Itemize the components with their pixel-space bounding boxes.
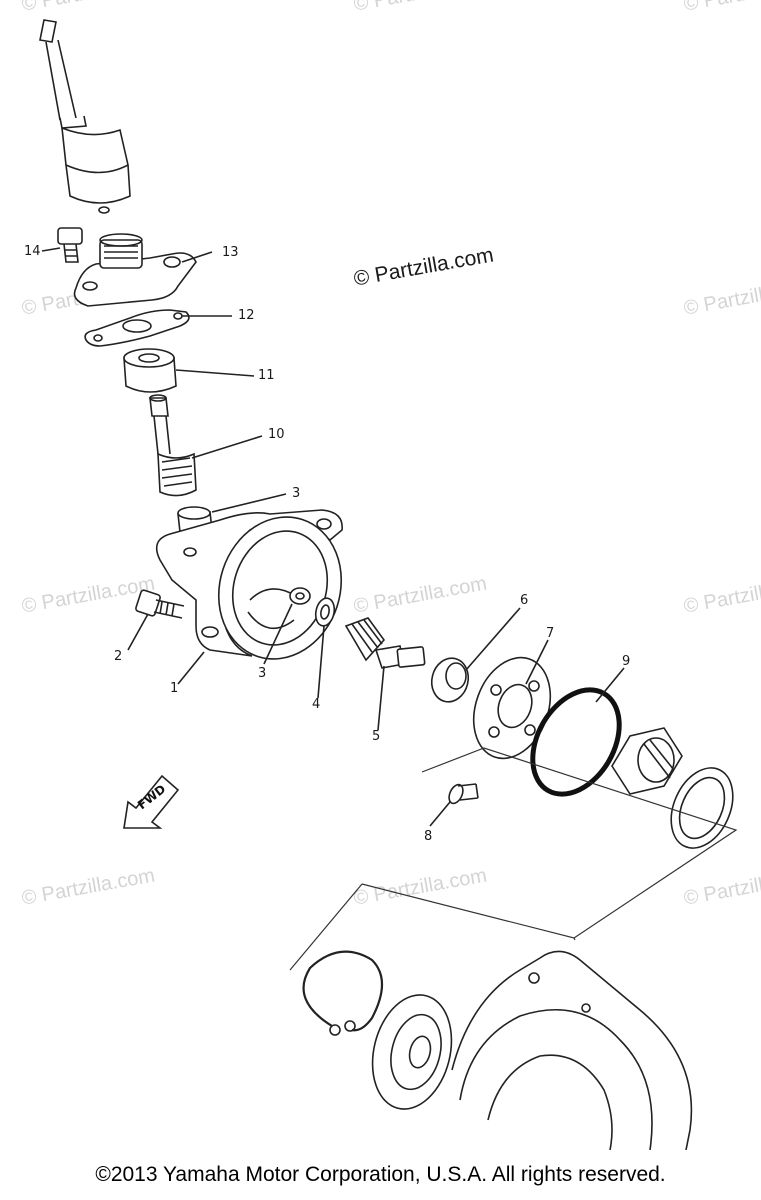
- part-6-spacer: [430, 657, 470, 703]
- callout-5: 5: [372, 729, 381, 744]
- nut-and-washer: [611, 727, 734, 849]
- callout-9: 9: [622, 654, 631, 669]
- speedometer-cable: [39, 19, 131, 214]
- callout-8: 8: [424, 829, 433, 844]
- callout-7: 7: [546, 626, 555, 641]
- callout-3-upper: 3: [292, 486, 301, 501]
- part-5-drive-gear: [344, 617, 426, 669]
- fwd-arrow: [123, 774, 180, 829]
- callout-10: 10: [268, 427, 285, 442]
- callout-1: 1: [170, 681, 179, 696]
- callout-14: 14: [24, 244, 41, 259]
- callout-11: 11: [258, 368, 275, 383]
- callout-6: 6: [520, 593, 529, 608]
- part-2-bolt: [135, 589, 185, 619]
- part-8-screw: [448, 783, 479, 805]
- assembly-lines: [289, 747, 738, 971]
- copyright-footer: ©2013 Yamaha Motor Corporation, U.S.A. A…: [95, 1163, 666, 1186]
- lower-case-assembly: [302, 950, 693, 1150]
- part-4-washer: [314, 597, 336, 627]
- part-11-bushing: [123, 348, 177, 393]
- leader-lines: [41, 247, 625, 827]
- part-12-gasket: [84, 309, 190, 347]
- callout-4: 4: [312, 697, 321, 712]
- callout-12: 12: [238, 308, 255, 323]
- callout-2: 2: [114, 649, 123, 664]
- part-13-flange-fitting: [73, 233, 197, 307]
- part-14-bolt: [57, 227, 83, 263]
- callout-3-lower: 3: [258, 666, 267, 681]
- part-10-gear-shaft: [149, 394, 197, 497]
- callout-13: 13: [222, 245, 239, 260]
- exploded-parts-diagram: [39, 19, 738, 1150]
